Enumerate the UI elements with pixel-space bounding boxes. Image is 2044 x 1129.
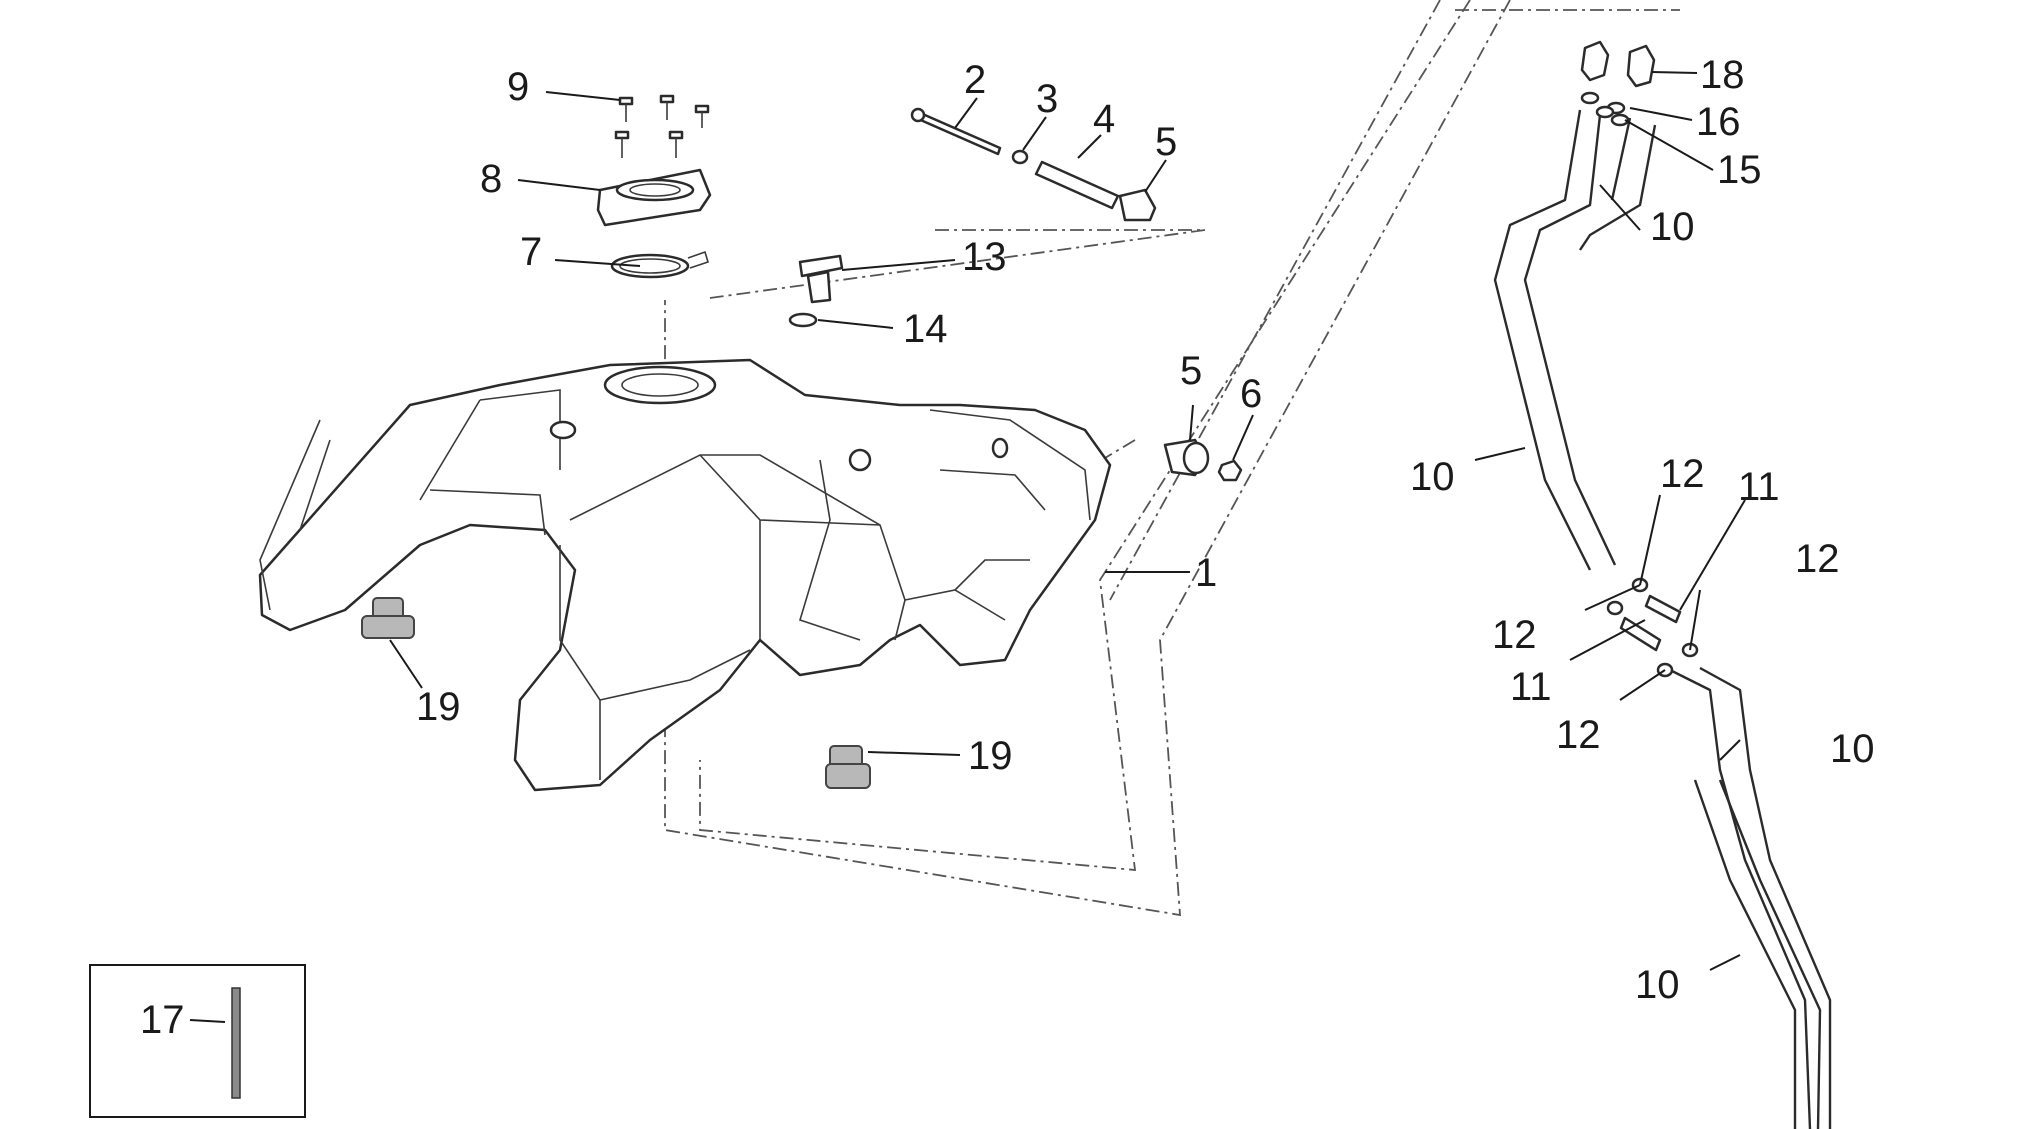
gasket (610, 250, 709, 279)
callout-10: 10 (1650, 205, 1695, 249)
fuel-hoses (1493, 109, 1832, 1129)
fuel-tank (258, 358, 1112, 792)
callout-18: 18 (1700, 53, 1745, 97)
callout-15: 15 (1717, 148, 1762, 192)
callout-14: 14 (903, 307, 948, 351)
callout-12: 12 (1660, 452, 1705, 496)
callout-12: 12 (1795, 537, 1840, 581)
callout-10: 10 (1830, 727, 1875, 771)
callout-19: 19 (968, 734, 1013, 778)
callout-6: 6 (1240, 372, 1262, 416)
hose-fittings (1580, 40, 1699, 678)
callout-9: 9 (507, 65, 529, 109)
callout-17: 17 (140, 998, 185, 1042)
callout-7: 7 (520, 230, 542, 274)
callout-16: 16 (1696, 100, 1741, 144)
mounting-pin-set (910, 107, 1157, 222)
rubber-grommets (361, 597, 871, 789)
callout-10: 10 (1635, 963, 1680, 1007)
callout-5: 5 (1155, 120, 1177, 164)
callout-11: 11 (1510, 665, 1552, 709)
rubber-bushing-and-nut (1163, 438, 1243, 482)
callout-labels: 1 2 3 4 5 5 6 7 8 9 10 10 10 10 11 11 12… (140, 53, 1875, 1042)
callout-3: 3 (1036, 77, 1058, 121)
screws (614, 94, 710, 158)
callout-13: 13 (962, 235, 1007, 279)
callout-12: 12 (1492, 613, 1537, 657)
callout-1: 1 (1195, 551, 1217, 595)
callout-2: 2 (964, 58, 986, 102)
callout-4: 4 (1093, 97, 1115, 141)
inset-box-part-17 (89, 964, 306, 1118)
callout-11: 11 (1738, 465, 1780, 509)
callout-12: 12 (1556, 713, 1601, 757)
filler-flange (596, 168, 712, 227)
callout-8: 8 (480, 157, 502, 201)
callout-19: 19 (416, 685, 461, 729)
leader-lines (189, 71, 1746, 1023)
callout-10: 10 (1410, 455, 1455, 499)
callout-5: 5 (1180, 349, 1202, 393)
cap-screw-and-oring (788, 254, 844, 328)
